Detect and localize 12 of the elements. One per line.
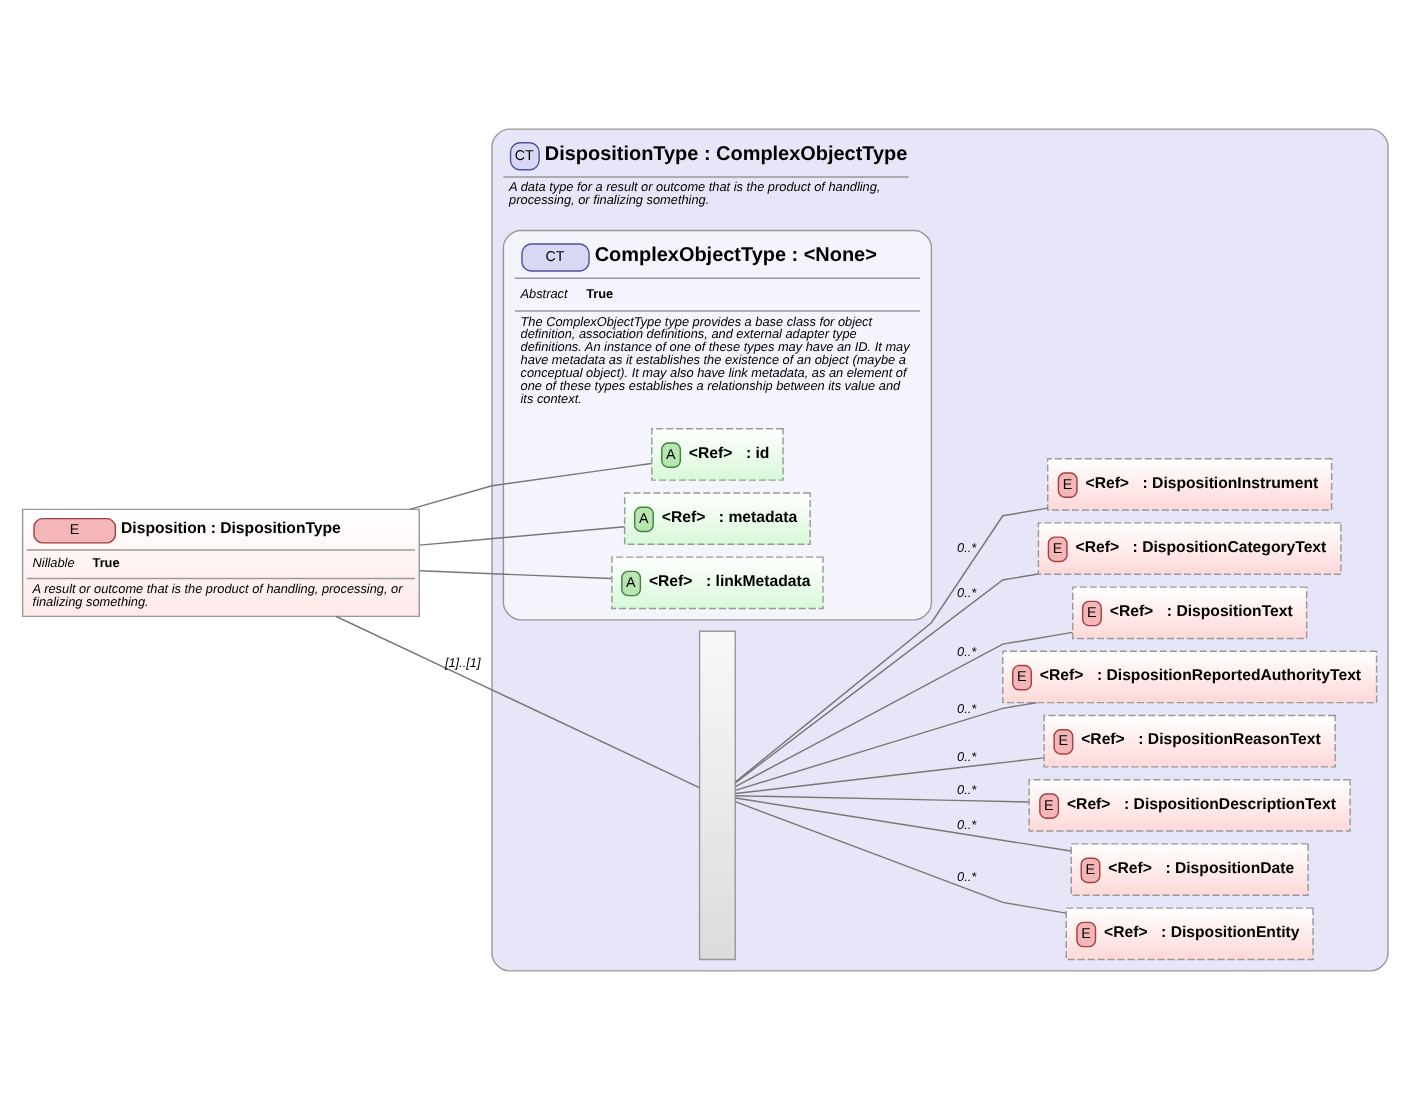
- connector: [734, 799, 1067, 913]
- connector: [734, 796, 1072, 851]
- connector: [734, 756, 1045, 794]
- connector: [408, 461, 652, 510]
- connector: [734, 572, 1039, 783]
- connector: [734, 700, 1038, 791]
- connector: [734, 794, 1030, 802]
- node-bar: [698, 629, 736, 960]
- connector: [418, 525, 626, 545]
- connector: [335, 614, 701, 788]
- connector: [418, 569, 612, 579]
- connector: [734, 506, 1049, 782]
